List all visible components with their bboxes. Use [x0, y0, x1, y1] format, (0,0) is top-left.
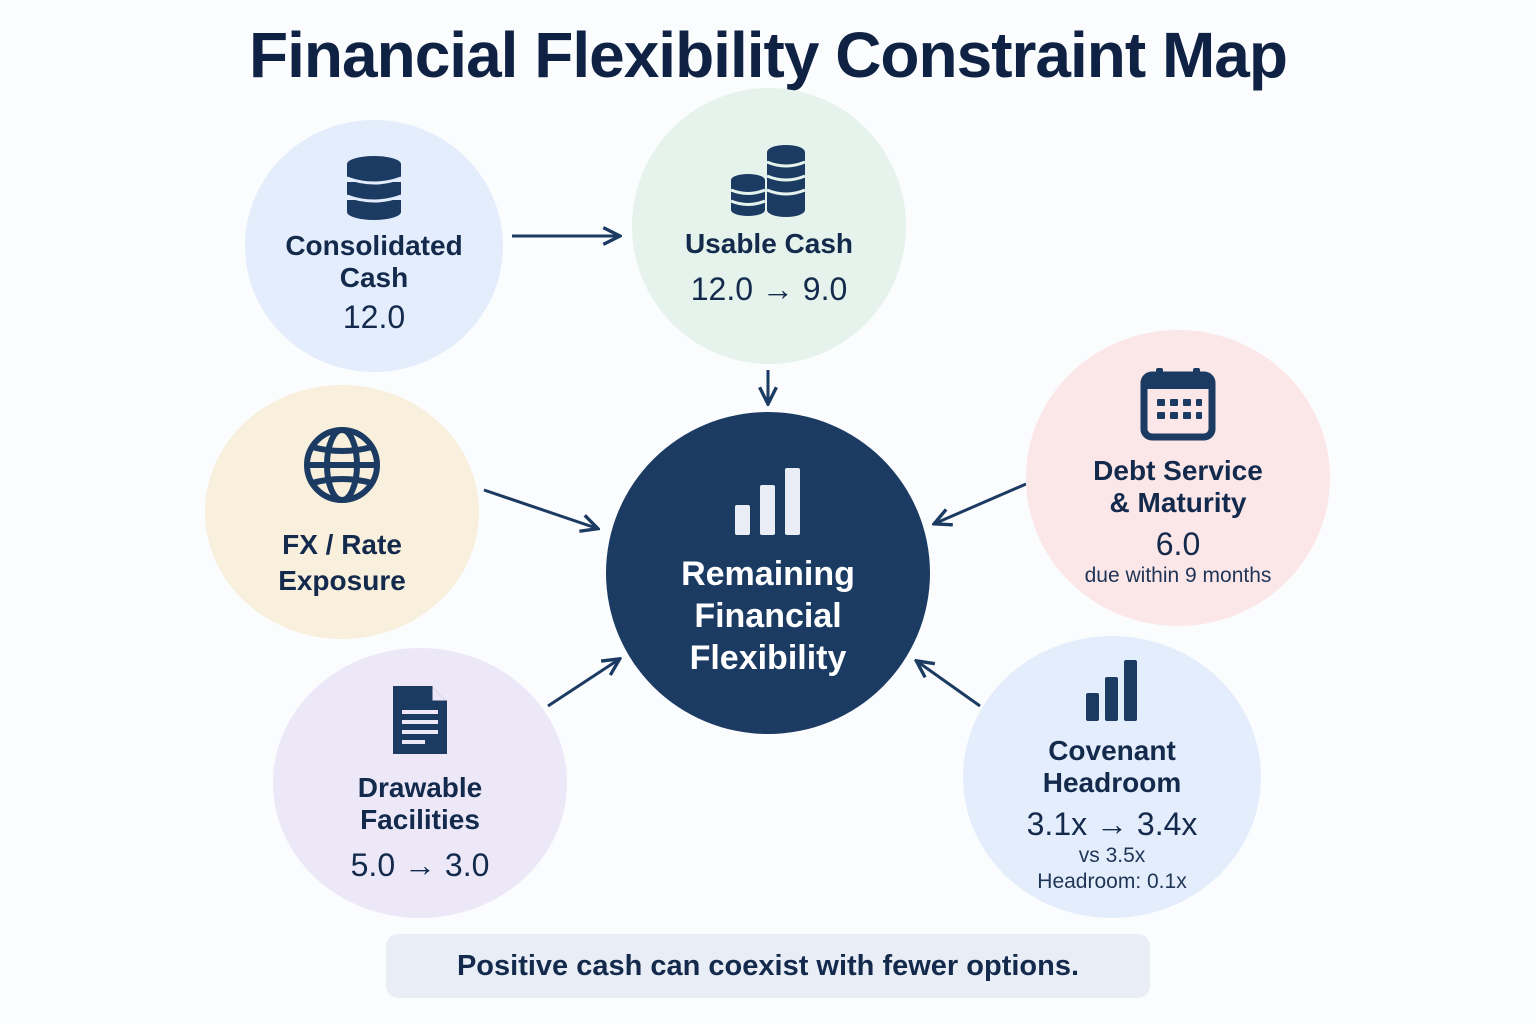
footer-caption: Positive cash can coexist with fewer opt… [386, 934, 1150, 998]
node-label: Financial [694, 597, 842, 635]
node-label: Headroom [1042, 767, 1182, 798]
node-value: 6.0 [1155, 526, 1201, 562]
node-fx-rate-exposure: FX / Rate Exposure [205, 385, 479, 639]
bar-chart-icon [1086, 660, 1137, 721]
node-label: Debt Service [1093, 455, 1263, 486]
node-label: Cash [339, 262, 409, 293]
node-covenant-headroom: Covenant Headroom 3.1x → 3.4x vs 3.5x He… [963, 636, 1261, 918]
bar-chart-icon [735, 468, 800, 535]
node-consolidated-cash: Consolidated Cash 12.0 [245, 120, 503, 372]
node-usable-cash: Usable Cash 12.0 → 9.0 [632, 88, 906, 364]
node-note: vs 3.5x [1078, 844, 1146, 867]
node-label: Facilities [360, 804, 480, 835]
node-debt-service-maturity: Debt Service & Maturity 6.0 due within 9… [1026, 330, 1330, 626]
arrow-draw-to-center [547, 660, 618, 708]
node-label: Flexibility [689, 639, 847, 677]
calendar-icon [1140, 368, 1216, 441]
node-value: 3.1x → 3.4x [1026, 806, 1198, 842]
node-value: 5.0 → 3.0 [350, 847, 490, 883]
node-label: Covenant [1048, 735, 1176, 766]
coins-stack-icon [346, 156, 402, 220]
node-label: Consolidated [285, 230, 463, 261]
node-drawable-facilities: Drawable Facilities 5.0 → 3.0 [273, 648, 567, 918]
coins-icon [730, 145, 806, 217]
node-value: 12.0 [342, 299, 406, 335]
node-value: 12.0 → 9.0 [690, 271, 848, 307]
arrow-fx-to-center [483, 488, 596, 528]
node-label: Usable Cash [684, 228, 854, 259]
node-label: Exposure [278, 565, 406, 596]
node-label: Remaining [681, 555, 855, 593]
node-label: FX / Rate [282, 529, 402, 560]
globe-icon [304, 427, 380, 503]
node-note: Headroom: 0.1x [1037, 870, 1187, 893]
arrow-debt-to-center [936, 482, 1027, 523]
node-note: due within 9 months [1084, 564, 1272, 587]
node-label: Drawable [357, 772, 483, 803]
node-remaining-financial-flexibility: Remaining Financial Flexibility [606, 412, 930, 734]
arrow-cov-to-center [918, 662, 981, 708]
node-label: & Maturity [1109, 487, 1247, 518]
page-title: Financial Flexibility Constraint Map [249, 19, 1288, 91]
document-icon [393, 686, 447, 754]
